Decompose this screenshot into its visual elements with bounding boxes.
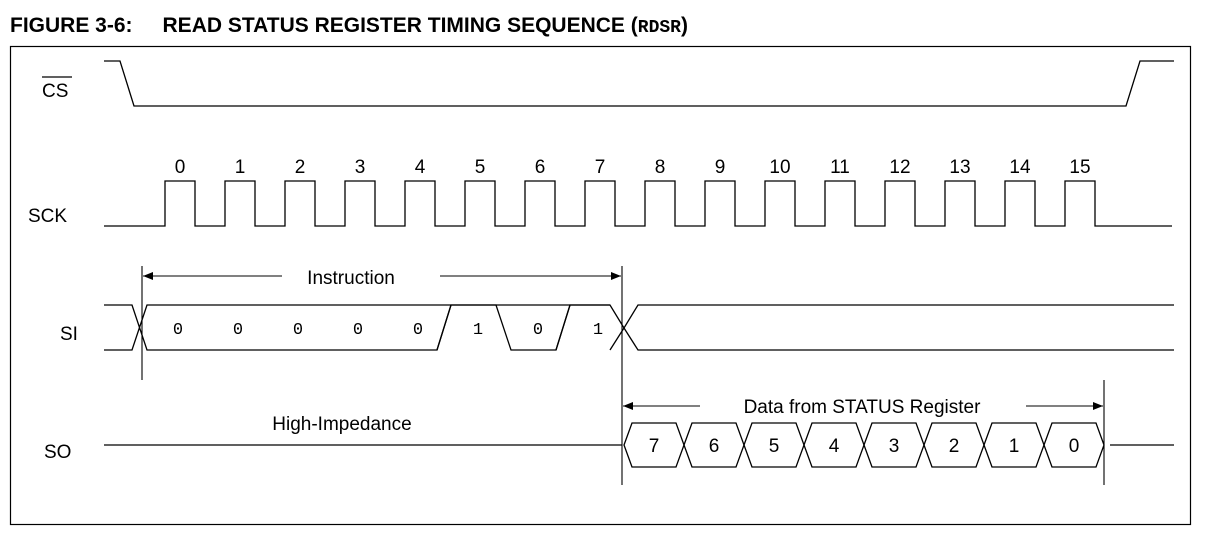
- data-label: Data from STATUS Register: [744, 397, 982, 418]
- clock-number: 15: [1069, 157, 1090, 178]
- data-bit: 7: [649, 436, 660, 457]
- clock-number: 1: [235, 157, 246, 178]
- clock-number: 6: [535, 157, 546, 178]
- clock-number: 13: [949, 157, 970, 178]
- sck-waveform: [104, 180, 1172, 227]
- data-bit: 1: [1009, 436, 1020, 457]
- instruction-bit: 0: [293, 321, 303, 340]
- si-low-seg: [436, 304, 452, 351]
- figure-title-end: ): [680, 14, 688, 37]
- clock-number: 10: [769, 157, 790, 178]
- instruction-bit: 1: [593, 321, 603, 340]
- instruction-bit: 0: [233, 321, 243, 340]
- cs-waveform: [104, 60, 1174, 107]
- clock-number: 12: [889, 157, 910, 178]
- si-tail-high: [609, 304, 1174, 351]
- figure-command: RDSR: [637, 18, 681, 38]
- so-label: SO: [44, 442, 71, 463]
- data-bit: 6: [709, 436, 720, 457]
- diagram-frame: [9, 45, 1192, 526]
- cs-label: CS: [42, 81, 68, 102]
- clock-number: 5: [475, 157, 486, 178]
- data-bit: 0: [1069, 436, 1080, 457]
- si-tail-low: [623, 327, 1174, 351]
- data-bit-cell: [1043, 422, 1105, 468]
- si-label: SI: [60, 324, 78, 345]
- clock-number: 8: [655, 157, 666, 178]
- clock-number: 14: [1009, 157, 1031, 178]
- status-data-cells: 7 6 5 4 3 2 1 0: [623, 422, 1105, 468]
- figure-title: FIGURE 3-6: READ STATUS REGISTER TIMING S…: [10, 14, 688, 38]
- data-bit: 5: [769, 436, 780, 457]
- clock-number: 2: [295, 157, 306, 178]
- si-end-low: [555, 304, 571, 351]
- instruction-bit: 0: [533, 321, 543, 340]
- data-bit: 4: [829, 436, 840, 457]
- data-bit: 2: [949, 436, 960, 457]
- data-bit: 3: [889, 436, 900, 457]
- high-impedance-label: High-Impedance: [272, 414, 411, 435]
- figure-title-text: READ STATUS REGISTER TIMING SEQUENCE (: [162, 14, 638, 37]
- clock-number: 4: [415, 157, 426, 178]
- instruction-bit: 1: [473, 321, 483, 340]
- instruction-bit: 0: [413, 321, 423, 340]
- clock-number: 0: [175, 157, 186, 178]
- figure-number: FIGURE 3-6:: [10, 14, 133, 37]
- clock-number: 11: [830, 157, 850, 178]
- clock-number: 7: [595, 157, 606, 178]
- sck-label: SCK: [28, 206, 67, 227]
- clock-number: 3: [355, 157, 366, 178]
- instruction-bit-labels: 0 0 0 0 0 1 0 1: [173, 321, 603, 340]
- clock-number: 9: [715, 157, 726, 178]
- instruction-label: Instruction: [307, 268, 395, 289]
- instruction-bit: 0: [173, 321, 183, 340]
- si-pre-low: [104, 304, 610, 351]
- instruction-bit: 0: [353, 321, 363, 340]
